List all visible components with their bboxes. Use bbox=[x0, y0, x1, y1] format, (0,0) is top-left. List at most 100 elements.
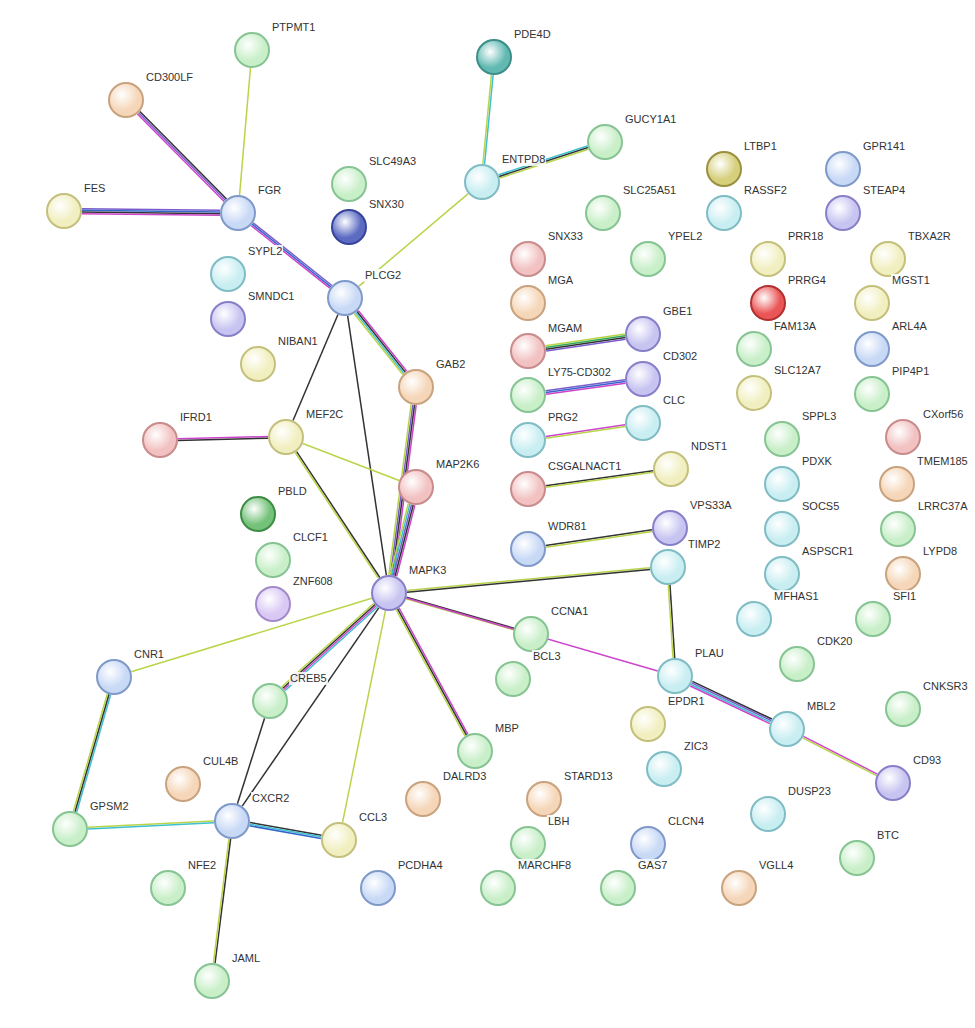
edge-strand bbox=[140, 112, 227, 199]
protein-node: TMEM185 bbox=[879, 466, 915, 502]
protein-node: MARCHF8 bbox=[480, 870, 516, 906]
edge-strand bbox=[398, 609, 467, 735]
protein-label: STARD13 bbox=[563, 770, 614, 783]
protein-node: CSGALNACT1 bbox=[510, 471, 546, 507]
protein-circle bbox=[194, 963, 230, 999]
edge-strand bbox=[499, 148, 588, 177]
protein-circle bbox=[210, 301, 246, 337]
protein-label: PTPMT1 bbox=[271, 21, 316, 34]
protein-circle bbox=[855, 601, 891, 637]
protein-label: PDXK bbox=[801, 455, 833, 468]
protein-circle bbox=[510, 333, 546, 369]
interaction-edge bbox=[668, 585, 674, 658]
protein-circle bbox=[476, 39, 512, 75]
protein-label: SYPL2 bbox=[247, 245, 283, 258]
protein-label: CD302 bbox=[662, 350, 698, 363]
protein-node: MBL2 bbox=[769, 711, 805, 747]
protein-label: PRRG4 bbox=[787, 274, 827, 287]
interaction-edge bbox=[295, 452, 380, 579]
edge-strand bbox=[343, 611, 386, 823]
protein-node: MGST1 bbox=[854, 285, 890, 321]
edge-strand bbox=[406, 598, 657, 671]
edge-strand bbox=[407, 597, 514, 628]
protein-node: SFI1 bbox=[855, 601, 891, 637]
edge-strand bbox=[131, 598, 372, 671]
edge-strand bbox=[137, 114, 224, 201]
interaction-edge bbox=[359, 194, 469, 287]
protein-node: LY75-CD302 bbox=[510, 377, 546, 413]
protein-label: LY75-CD302 bbox=[547, 366, 612, 379]
interaction-edge bbox=[545, 334, 625, 351]
protein-label: FES bbox=[83, 182, 106, 195]
edge-strand bbox=[485, 75, 494, 164]
interaction-edge bbox=[406, 598, 657, 671]
protein-label: EPDR1 bbox=[667, 695, 706, 708]
edge-strand bbox=[668, 585, 673, 658]
interaction-edge bbox=[242, 608, 379, 806]
protein-circle bbox=[706, 195, 742, 231]
protein-circle bbox=[150, 870, 186, 906]
interaction-edge bbox=[282, 603, 378, 691]
protein-label: CSGALNACT1 bbox=[547, 460, 622, 473]
protein-node: PRR18 bbox=[750, 241, 786, 277]
protein-node: PRRG4 bbox=[750, 285, 786, 321]
protein-node: SYPL2 bbox=[210, 256, 246, 292]
protein-circle bbox=[255, 586, 291, 622]
edge-strand bbox=[250, 822, 322, 835]
protein-node: SLC25A51 bbox=[585, 195, 621, 231]
protein-label: SLC12A7 bbox=[773, 364, 822, 377]
edge-strand bbox=[546, 337, 625, 349]
interaction-edge bbox=[343, 611, 386, 823]
protein-node: BTC bbox=[839, 840, 875, 876]
protein-circle bbox=[769, 711, 805, 747]
protein-node: SNX33 bbox=[510, 241, 546, 277]
protein-circle bbox=[46, 193, 82, 229]
interaction-edge bbox=[803, 736, 878, 775]
edge-strand bbox=[240, 68, 251, 195]
protein-label: CCL3 bbox=[358, 811, 388, 824]
protein-label: LRRC37A bbox=[917, 500, 969, 513]
interaction-edge bbox=[137, 112, 226, 202]
protein-node: PCDHA4 bbox=[360, 870, 396, 906]
protein-label: BCL3 bbox=[532, 650, 562, 663]
protein-node: CNR1 bbox=[96, 659, 132, 695]
protein-label: IFRD1 bbox=[179, 411, 213, 424]
interaction-edge bbox=[499, 146, 589, 178]
edge-strand bbox=[546, 472, 653, 487]
protein-label: LTBP1 bbox=[743, 140, 778, 153]
protein-circle bbox=[779, 646, 815, 682]
protein-label: ZNF608 bbox=[292, 575, 334, 588]
protein-circle bbox=[255, 542, 291, 578]
protein-node: PLAU bbox=[657, 658, 693, 694]
edge-strand bbox=[77, 695, 111, 812]
protein-node: VPS33A bbox=[652, 510, 688, 546]
edge-strand bbox=[282, 603, 374, 687]
protein-node: MAPK3 bbox=[371, 575, 407, 611]
protein-circle bbox=[630, 826, 666, 862]
protein-circle bbox=[526, 781, 562, 817]
interaction-edge bbox=[131, 598, 372, 671]
protein-node: WDR81 bbox=[510, 531, 546, 567]
protein-node: CUL4B bbox=[165, 766, 201, 802]
protein-circle bbox=[331, 209, 367, 245]
edge-strand bbox=[73, 694, 107, 811]
protein-circle bbox=[327, 280, 363, 316]
edge-strand bbox=[242, 608, 379, 806]
edge-strand bbox=[499, 146, 588, 175]
protein-circle bbox=[706, 151, 742, 187]
edge-strand bbox=[139, 113, 226, 200]
protein-node: MEF2C bbox=[268, 419, 304, 455]
protein-node: MGA bbox=[510, 285, 546, 321]
protein-node: PTPMT1 bbox=[234, 32, 270, 68]
protein-node: CREB5 bbox=[252, 683, 288, 719]
protein-circle bbox=[736, 331, 772, 367]
protein-node: YPEL2 bbox=[630, 241, 666, 277]
protein-label: SNX33 bbox=[547, 230, 584, 243]
protein-label: MBP bbox=[494, 722, 520, 735]
protein-label: DUSP23 bbox=[787, 785, 832, 798]
protein-circle bbox=[625, 316, 661, 352]
edge-strand bbox=[237, 718, 264, 804]
protein-node: ENTPD8 bbox=[464, 164, 500, 200]
protein-label: MGST1 bbox=[891, 274, 931, 287]
protein-circle bbox=[630, 241, 666, 277]
